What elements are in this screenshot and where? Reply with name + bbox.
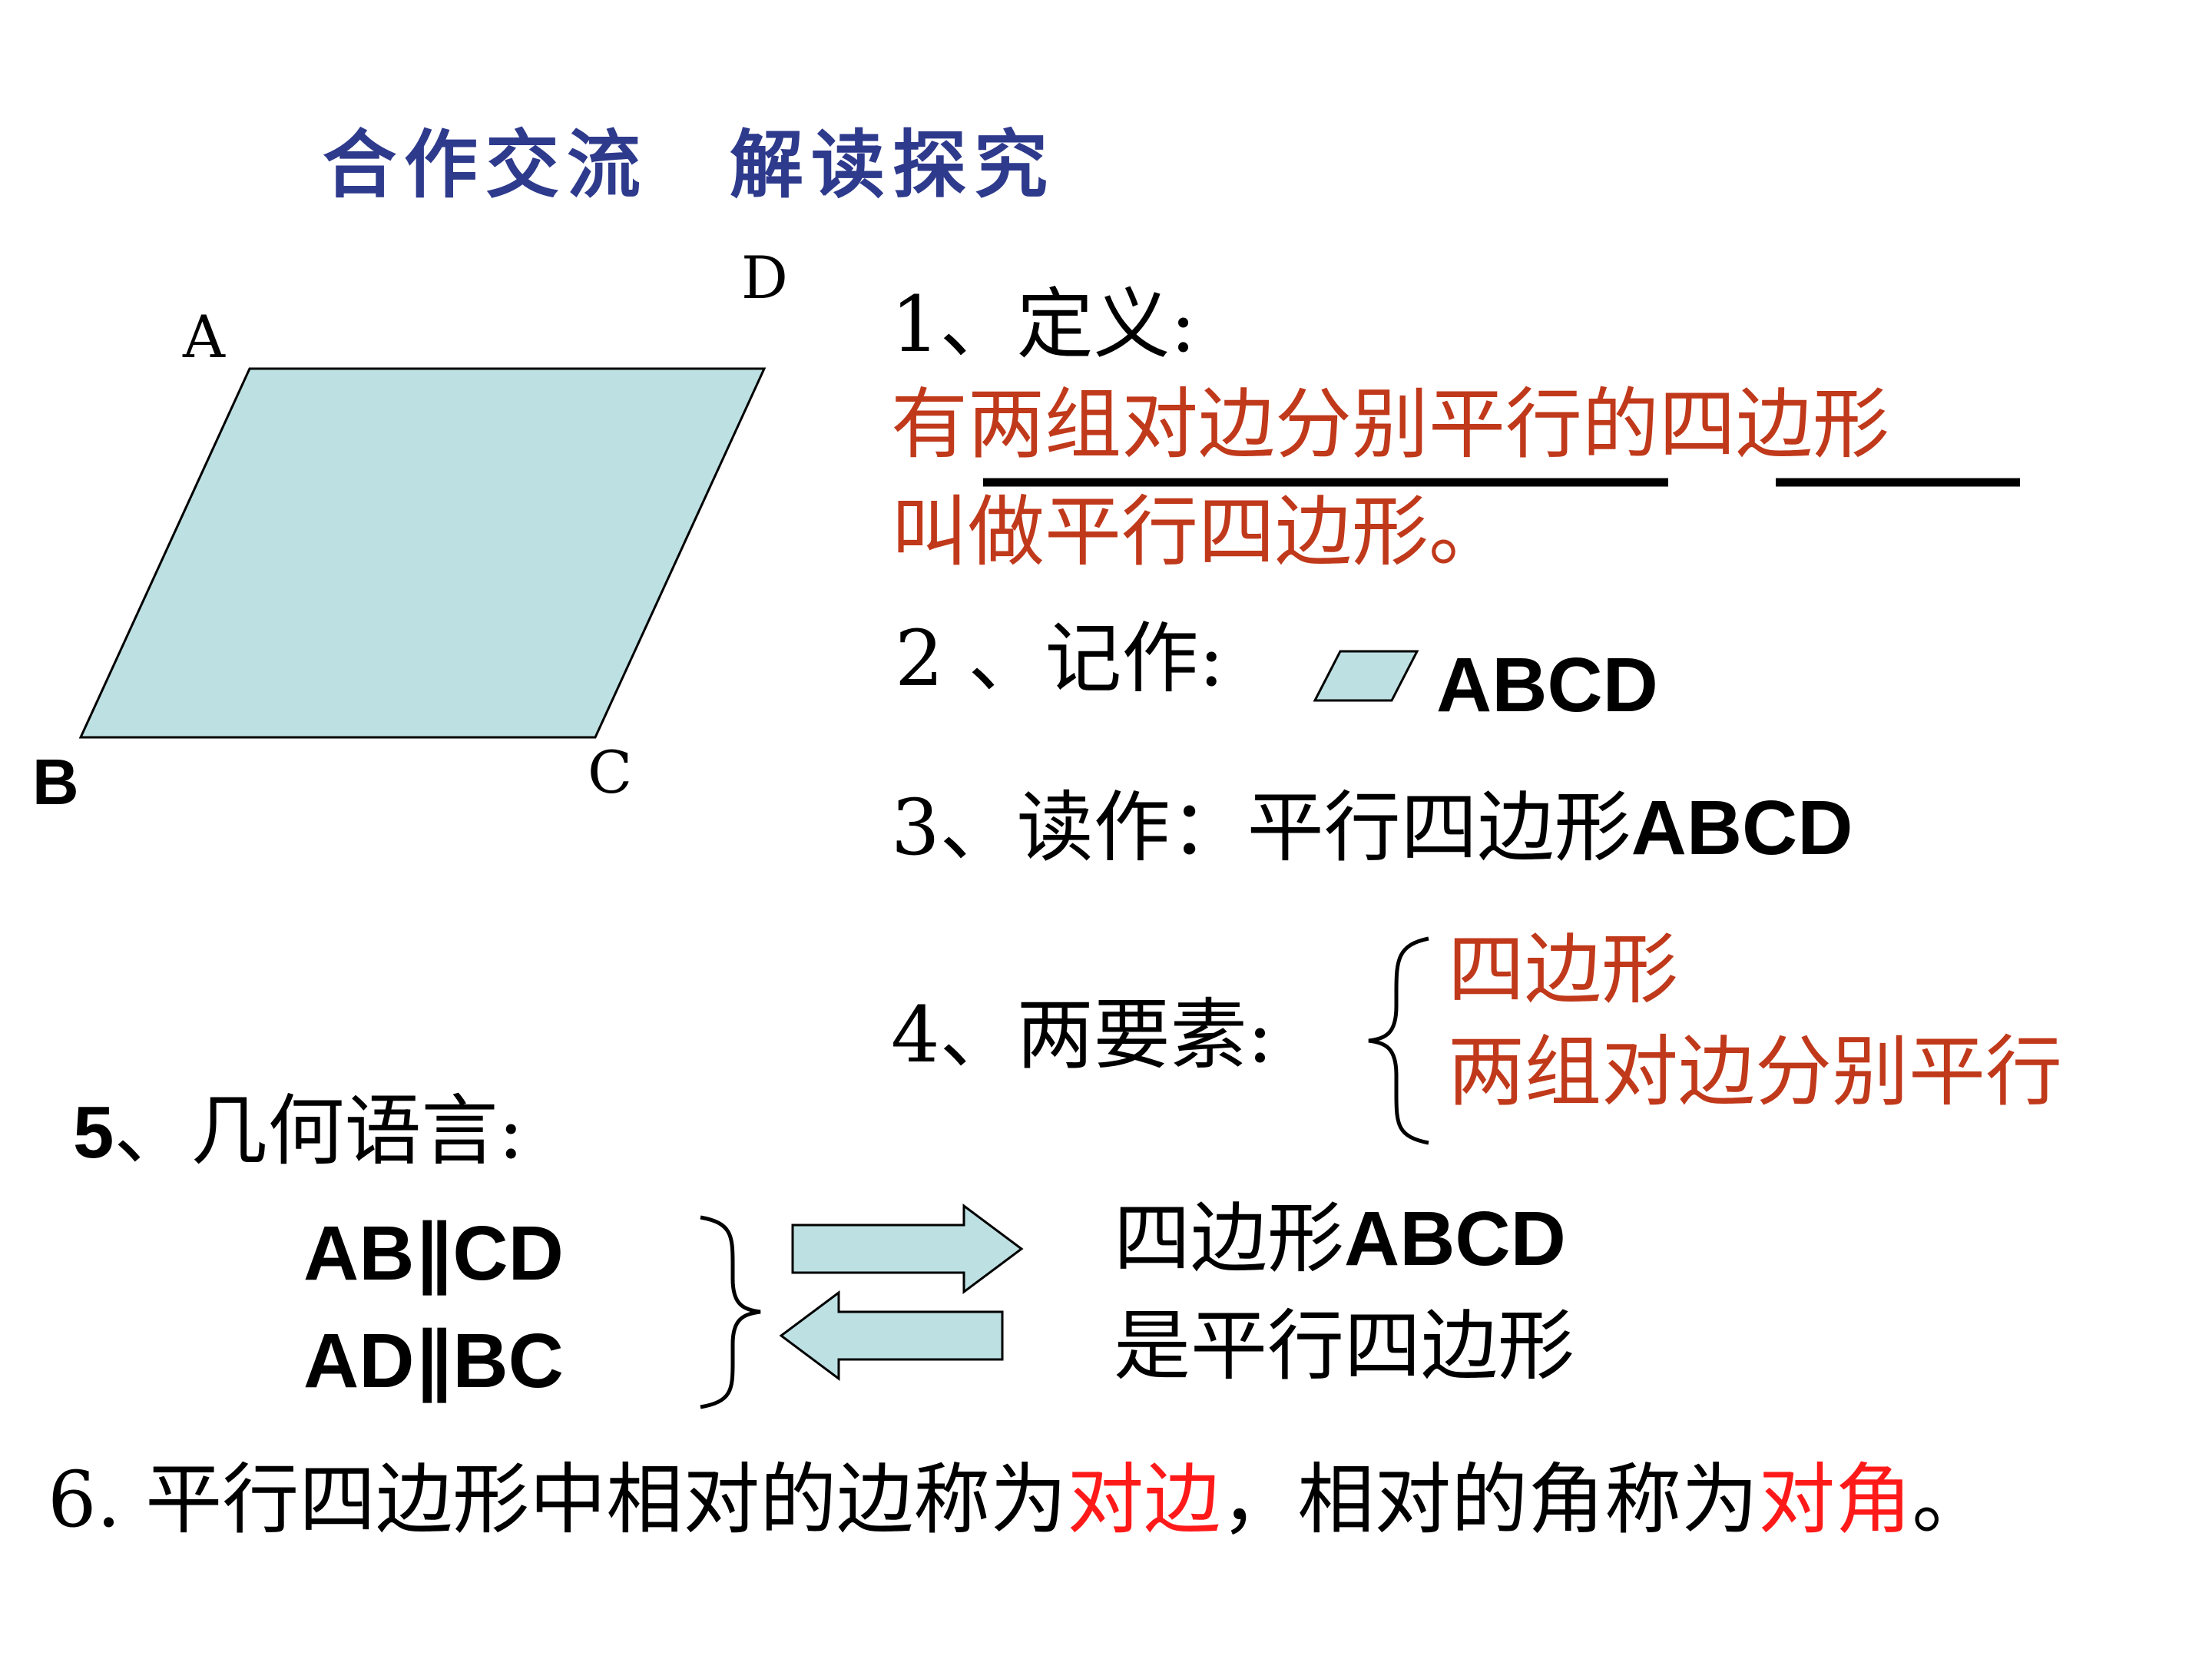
term-opposite-sides: 对边 (1067, 1455, 1221, 1545)
notation-label: 2 、记作: (895, 614, 1225, 704)
element-quadrilateral: 四边形 (1448, 925, 1678, 1015)
reading-chinese: 平行四边形 (1247, 783, 1631, 873)
condition-ad-parallel-bc: AD∥BC (303, 1318, 564, 1404)
definition-label: 1、定义: (891, 280, 1197, 369)
conclusion-quadrilateral: 四边形 (1114, 1194, 1344, 1283)
right-brace-icon (700, 1215, 761, 1409)
elements-label: 4、两要素: (891, 990, 1273, 1080)
reading-line: 3、读作：平行四边形ABCD (891, 783, 1853, 873)
left-arrow-icon (779, 1290, 1004, 1381)
conclusion-letters: ABCD (1344, 1196, 1566, 1282)
line6-suffix: 。 (1912, 1455, 1989, 1545)
reading-letters: ABCD (1631, 785, 1853, 871)
conclusion-line-2: 是平行四边形 (1114, 1301, 1575, 1391)
vertex-label-b: B (32, 746, 79, 818)
parallelogram-symbol-icon (1313, 650, 1419, 702)
conclusion-line-1: 四边形ABCD (1114, 1194, 1566, 1283)
condition-ab-parallel-cd: AB∥CD (303, 1210, 564, 1296)
parallelogram-figure (78, 367, 767, 739)
geometric-language-text: 、几何语言: (114, 1086, 525, 1176)
vertex-label-d: D (741, 243, 788, 312)
notation-abcd: ABCD (1436, 642, 1658, 728)
definition-line-1: 有两组对边分别平行的四边形 (891, 379, 1889, 469)
definition-line-2: 叫做平行四边形。 (891, 487, 1505, 577)
reading-label: 3、读作： (891, 783, 1247, 873)
line6-middle: ，相对的角称为 (1220, 1455, 1759, 1545)
line6-prefix: 6. 平行四边形中相对的边称为 (48, 1455, 1068, 1545)
opposite-sides-angles-line: 6. 平行四边形中相对的边称为对边，相对的角称为对角。 (48, 1455, 1988, 1544)
geometric-language-num: 5 (73, 1091, 114, 1174)
vertex-label-c: C (588, 738, 633, 806)
vertex-label-a: A (183, 303, 225, 371)
geometric-language-label: 5、几何语言: (73, 1087, 524, 1175)
term-opposite-angles: 对角 (1758, 1455, 1912, 1545)
element-two-pairs-parallel: 两组对边分别平行 (1448, 1027, 2062, 1117)
right-arrow-icon (791, 1204, 1024, 1294)
slide-title: 合作交流 解读探究 (323, 122, 1055, 208)
left-brace-icon (1368, 936, 1429, 1145)
